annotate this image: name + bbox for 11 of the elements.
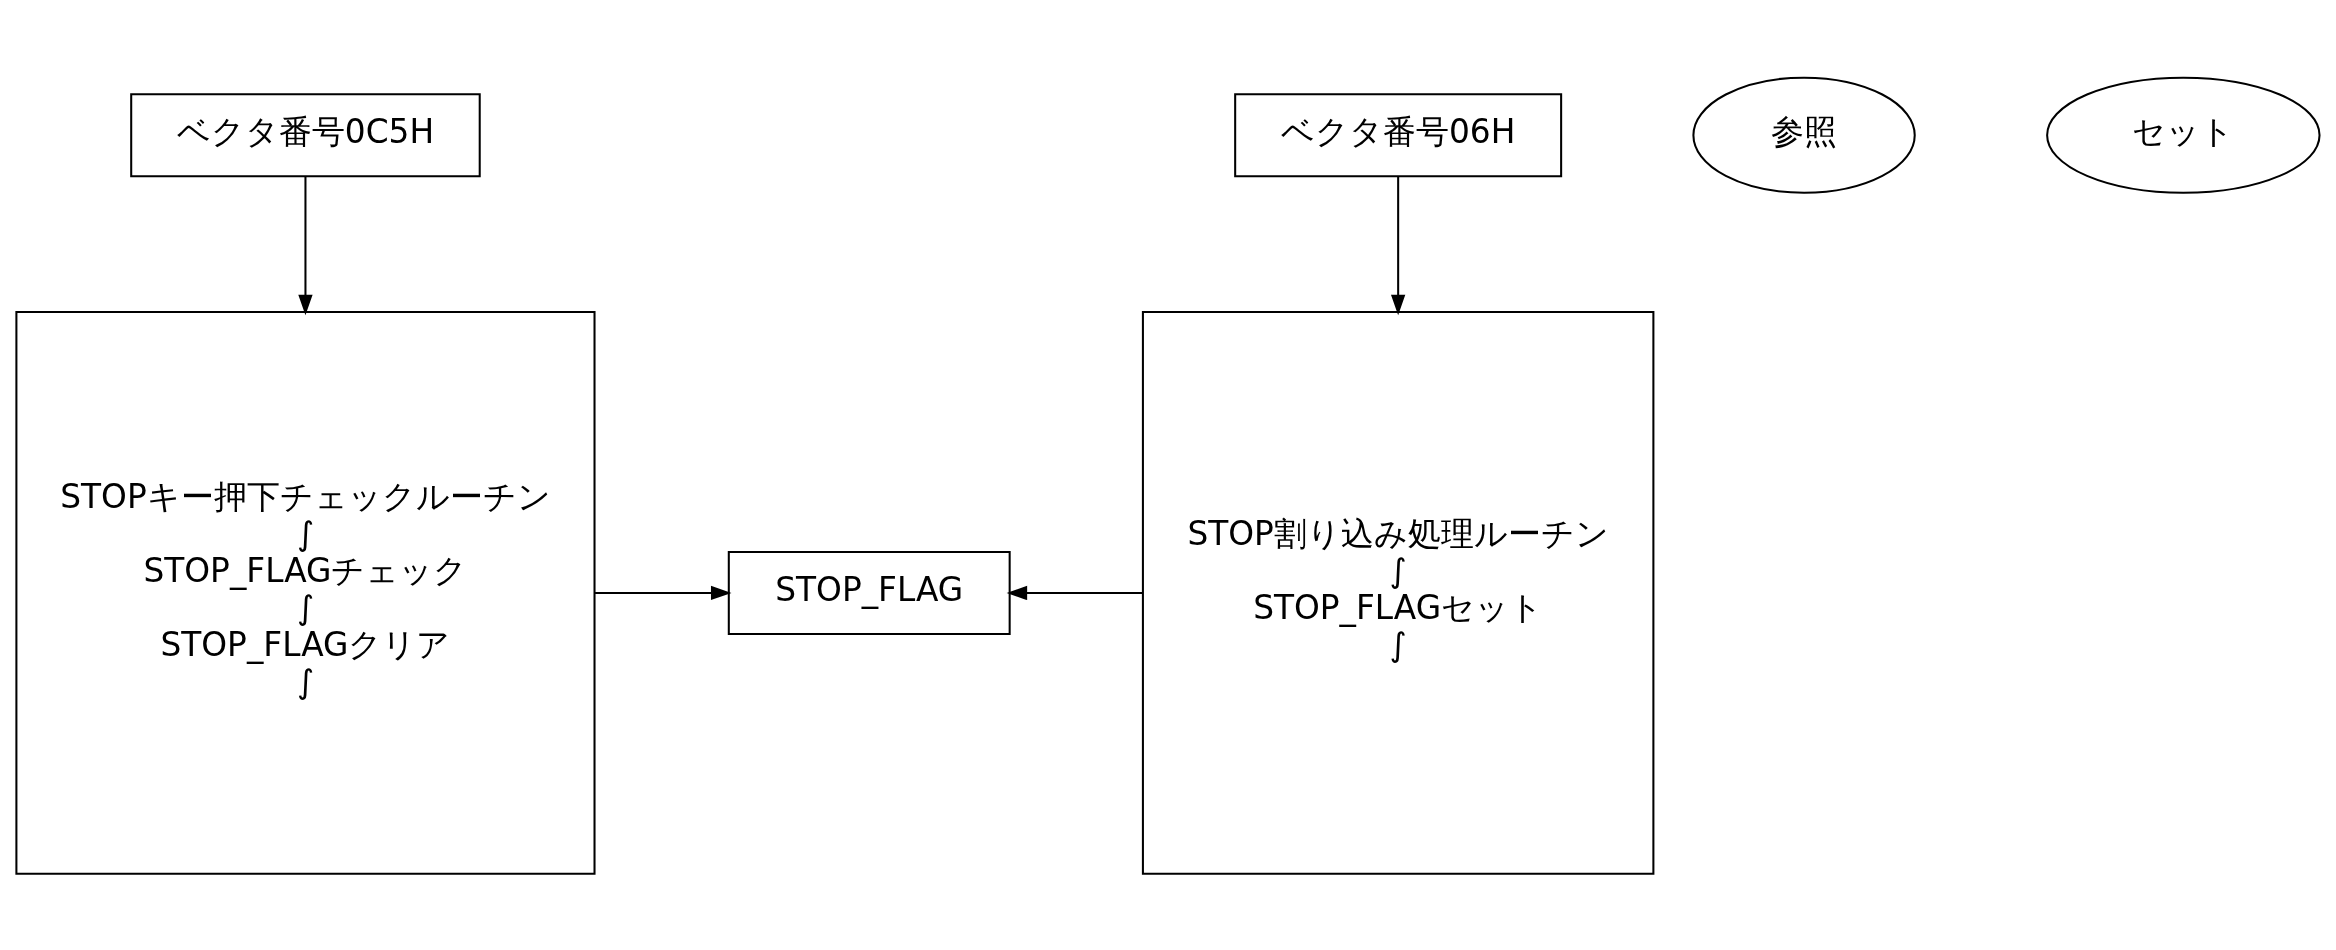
arrow bbox=[595, 585, 732, 600]
arrow bbox=[1006, 585, 1143, 600]
arrow bbox=[298, 176, 313, 315]
node-box: ベクタ番号0C5H bbox=[130, 92, 481, 177]
arrow bbox=[1390, 176, 1406, 315]
node-box: STOPキー押下チェックルーチン ∫ STOP_FLAGチェック ∫ STOP_FLAGクリア ∫ bbox=[15, 310, 596, 875]
node-box: ベクタ番号06H bbox=[1234, 92, 1563, 177]
node-ellipse: 参照 bbox=[1692, 76, 1916, 194]
node-ellipse: セット bbox=[2046, 76, 2321, 194]
node-box: STOP割り込み処理ルーチン ∫ STOP_FLAGセット ∫ bbox=[1141, 310, 1655, 875]
node-box: STOP_FLAG bbox=[727, 550, 1011, 635]
